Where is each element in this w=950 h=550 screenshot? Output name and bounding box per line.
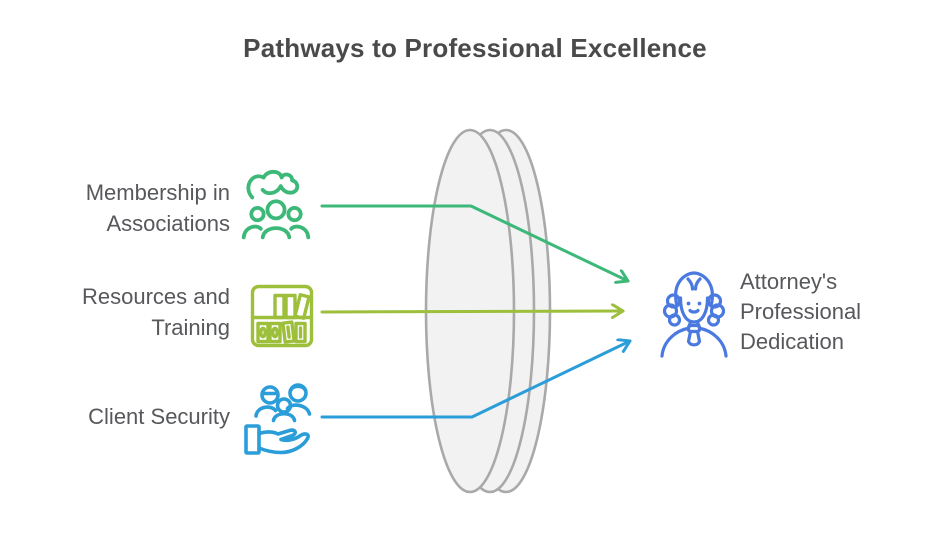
label-line: Professional — [740, 299, 862, 324]
label-resources-and-training: Resources and Training — [0, 281, 230, 343]
label-line: Client Security — [88, 404, 230, 429]
label-line: Membership in — [85, 180, 230, 205]
label-client-security: Client Security — [0, 401, 230, 432]
label-attorneys-professional-dedication: Attorney's Professional Dedication — [740, 267, 940, 357]
connector-membership — [320, 204, 630, 281]
bookshelf-icon — [250, 284, 314, 348]
attorney-icon — [660, 271, 728, 358]
label-line: Dedication — [740, 329, 844, 354]
connector-client-security — [320, 341, 632, 419]
label-line: Resources and — [82, 284, 230, 309]
label-line: Associations — [106, 211, 230, 236]
label-membership-in-associations: Membership in Associations — [0, 177, 230, 239]
connector-resources — [320, 311, 625, 312]
page-title: Pathways to Professional Excellence — [243, 33, 707, 63]
community-icon — [241, 169, 311, 240]
hand-people-icon — [244, 383, 312, 455]
label-line: Training — [151, 315, 230, 340]
label-line: Attorney's — [740, 269, 838, 294]
